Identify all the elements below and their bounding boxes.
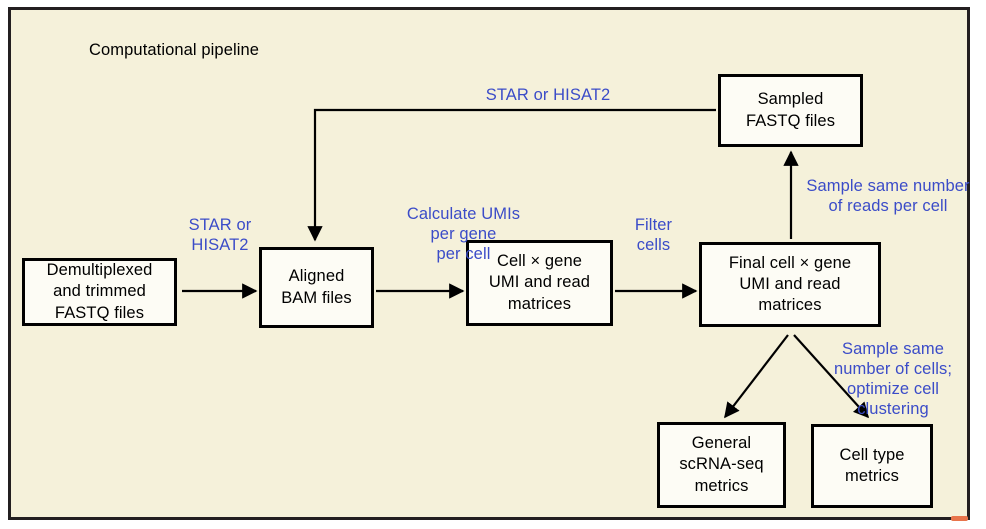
corner-mark xyxy=(951,516,968,521)
edge-label-star-hisat2-top: STAR or HISAT2 xyxy=(485,86,611,104)
node-demultiplexed-fastq[interactable]: Demultiplexed and trimmed FASTQ files xyxy=(22,258,177,326)
node-aligned-bam[interactable]: Aligned BAM files xyxy=(259,247,374,328)
node-final-cell-gene-matrices[interactable]: Final cell × gene UMI and read matrices xyxy=(699,242,881,327)
edge-label-star-hisat2-left: STAR or HISAT2 xyxy=(188,216,252,255)
node-sampled-fastq[interactable]: Sampled FASTQ files xyxy=(718,74,863,147)
node-cell-type-metrics[interactable]: Cell type metrics xyxy=(811,424,933,508)
edge-label-calculate-umis: Calculate UMIs per gene per cell xyxy=(406,205,521,264)
edge-label-filter-cells: Filter cells xyxy=(634,216,673,255)
edge-label-sample-reads: Sample same number of reads per cell xyxy=(806,177,970,216)
node-cell-gene-matrices[interactable]: Cell × gene UMI and read matrices xyxy=(466,240,613,326)
node-general-scrnaseq-metrics[interactable]: General scRNA-seq metrics xyxy=(657,422,786,508)
page-title: Computational pipeline xyxy=(89,41,260,59)
edge-label-sample-cells: Sample same number of cells; optimize ce… xyxy=(833,340,953,419)
